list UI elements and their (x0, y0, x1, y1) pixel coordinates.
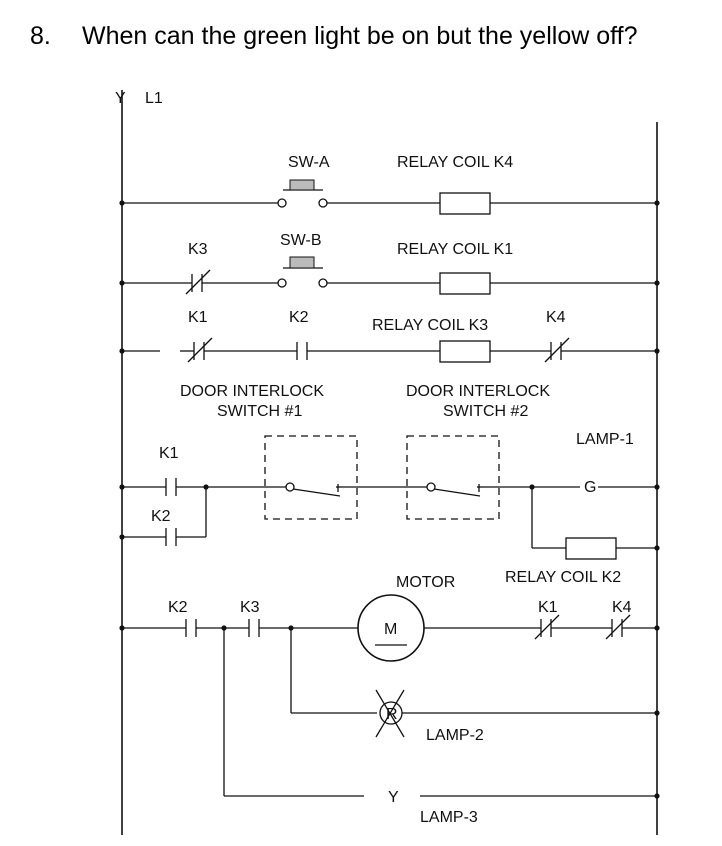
motor-letter: M (384, 621, 397, 638)
door-interlock-1-box (264, 435, 358, 520)
motor-label: MOTOR (396, 574, 455, 591)
k4-motor-label: K4 (612, 599, 632, 616)
rung-4: DOOR INTERLOCK SWITCH #1 DOOR INTERLOCK … (119, 383, 660, 586)
k1-label: K1 (188, 309, 208, 326)
relay-coil-k2-label: RELAY COIL K2 (505, 569, 621, 586)
relay-coil-k3-icon (439, 340, 491, 363)
k1-motor-label: K1 (538, 599, 558, 616)
question-title: 8. When can the green light be on but the… (30, 22, 637, 51)
k2-parallel-label: K2 (151, 508, 171, 525)
k4-motor-nc-contact-icon (605, 614, 631, 640)
lamp-1-green-letter: G (584, 479, 596, 496)
question-number: 8. (30, 22, 51, 50)
left-rail-mark: Y (115, 90, 126, 107)
door-interlock-2-line2: SWITCH #2 (443, 403, 528, 420)
rung-2: K3 SW-B RELAY COIL K1 (119, 232, 660, 295)
door-interlock-1-line2: SWITCH #1 (217, 403, 302, 420)
k4-label: K4 (546, 309, 566, 326)
rung-5: MOTOR K2 K3 K1 K4 M (119, 574, 660, 662)
relay-coil-k4-icon (439, 192, 491, 215)
lamp-2-label: LAMP-2 (426, 727, 484, 744)
k2-label: K2 (289, 309, 309, 326)
sw-b-label: SW-B (280, 232, 321, 249)
sw-a-pushbutton-icon (289, 179, 315, 191)
k1-nc-contact-icon (187, 337, 213, 363)
question-text: When can the green light be on but the y… (82, 22, 638, 50)
k1-motor-nc-contact-icon (534, 614, 560, 640)
relay-coil-k3-label: RELAY COIL K3 (372, 317, 488, 334)
sw-b-pushbutton-icon (289, 256, 315, 269)
k3-motor-label: K3 (240, 599, 260, 616)
door-interlock-2-box (406, 435, 500, 520)
rung-3: K1 K2 RELAY COIL K3 K4 (119, 309, 660, 363)
door-interlock-1-line1: DOOR INTERLOCK (180, 383, 324, 400)
rung-1: SW-A RELAY COIL K4 (119, 154, 660, 215)
k2-motor-label: K2 (168, 599, 188, 616)
relay-coil-k1-icon (439, 272, 491, 295)
lamp-1-label: LAMP-1 (576, 431, 634, 448)
left-rail-label: L1 (145, 90, 163, 107)
k3-label: K3 (188, 241, 208, 258)
lamp-3-label: LAMP-3 (420, 809, 478, 826)
door-interlock-2-line1: DOOR INTERLOCK (406, 383, 550, 400)
rung-6: R LAMP-2 (290, 628, 660, 744)
lamp-2-red-letter: R (386, 706, 398, 723)
rung-7: Y LAMP-3 (223, 628, 660, 826)
relay-coil-k1-label: RELAY COIL K1 (397, 241, 513, 258)
sw-a-label: SW-A (288, 154, 330, 171)
k4-nc-contact-icon (544, 337, 570, 363)
relay-coil-k4-label: RELAY COIL K4 (397, 154, 513, 171)
relay-coil-k2-icon (565, 537, 617, 560)
lamp-3-yellow-letter: Y (388, 789, 399, 806)
k3-nc-contact-icon (185, 269, 211, 295)
k1-parallel-label: K1 (159, 445, 179, 462)
